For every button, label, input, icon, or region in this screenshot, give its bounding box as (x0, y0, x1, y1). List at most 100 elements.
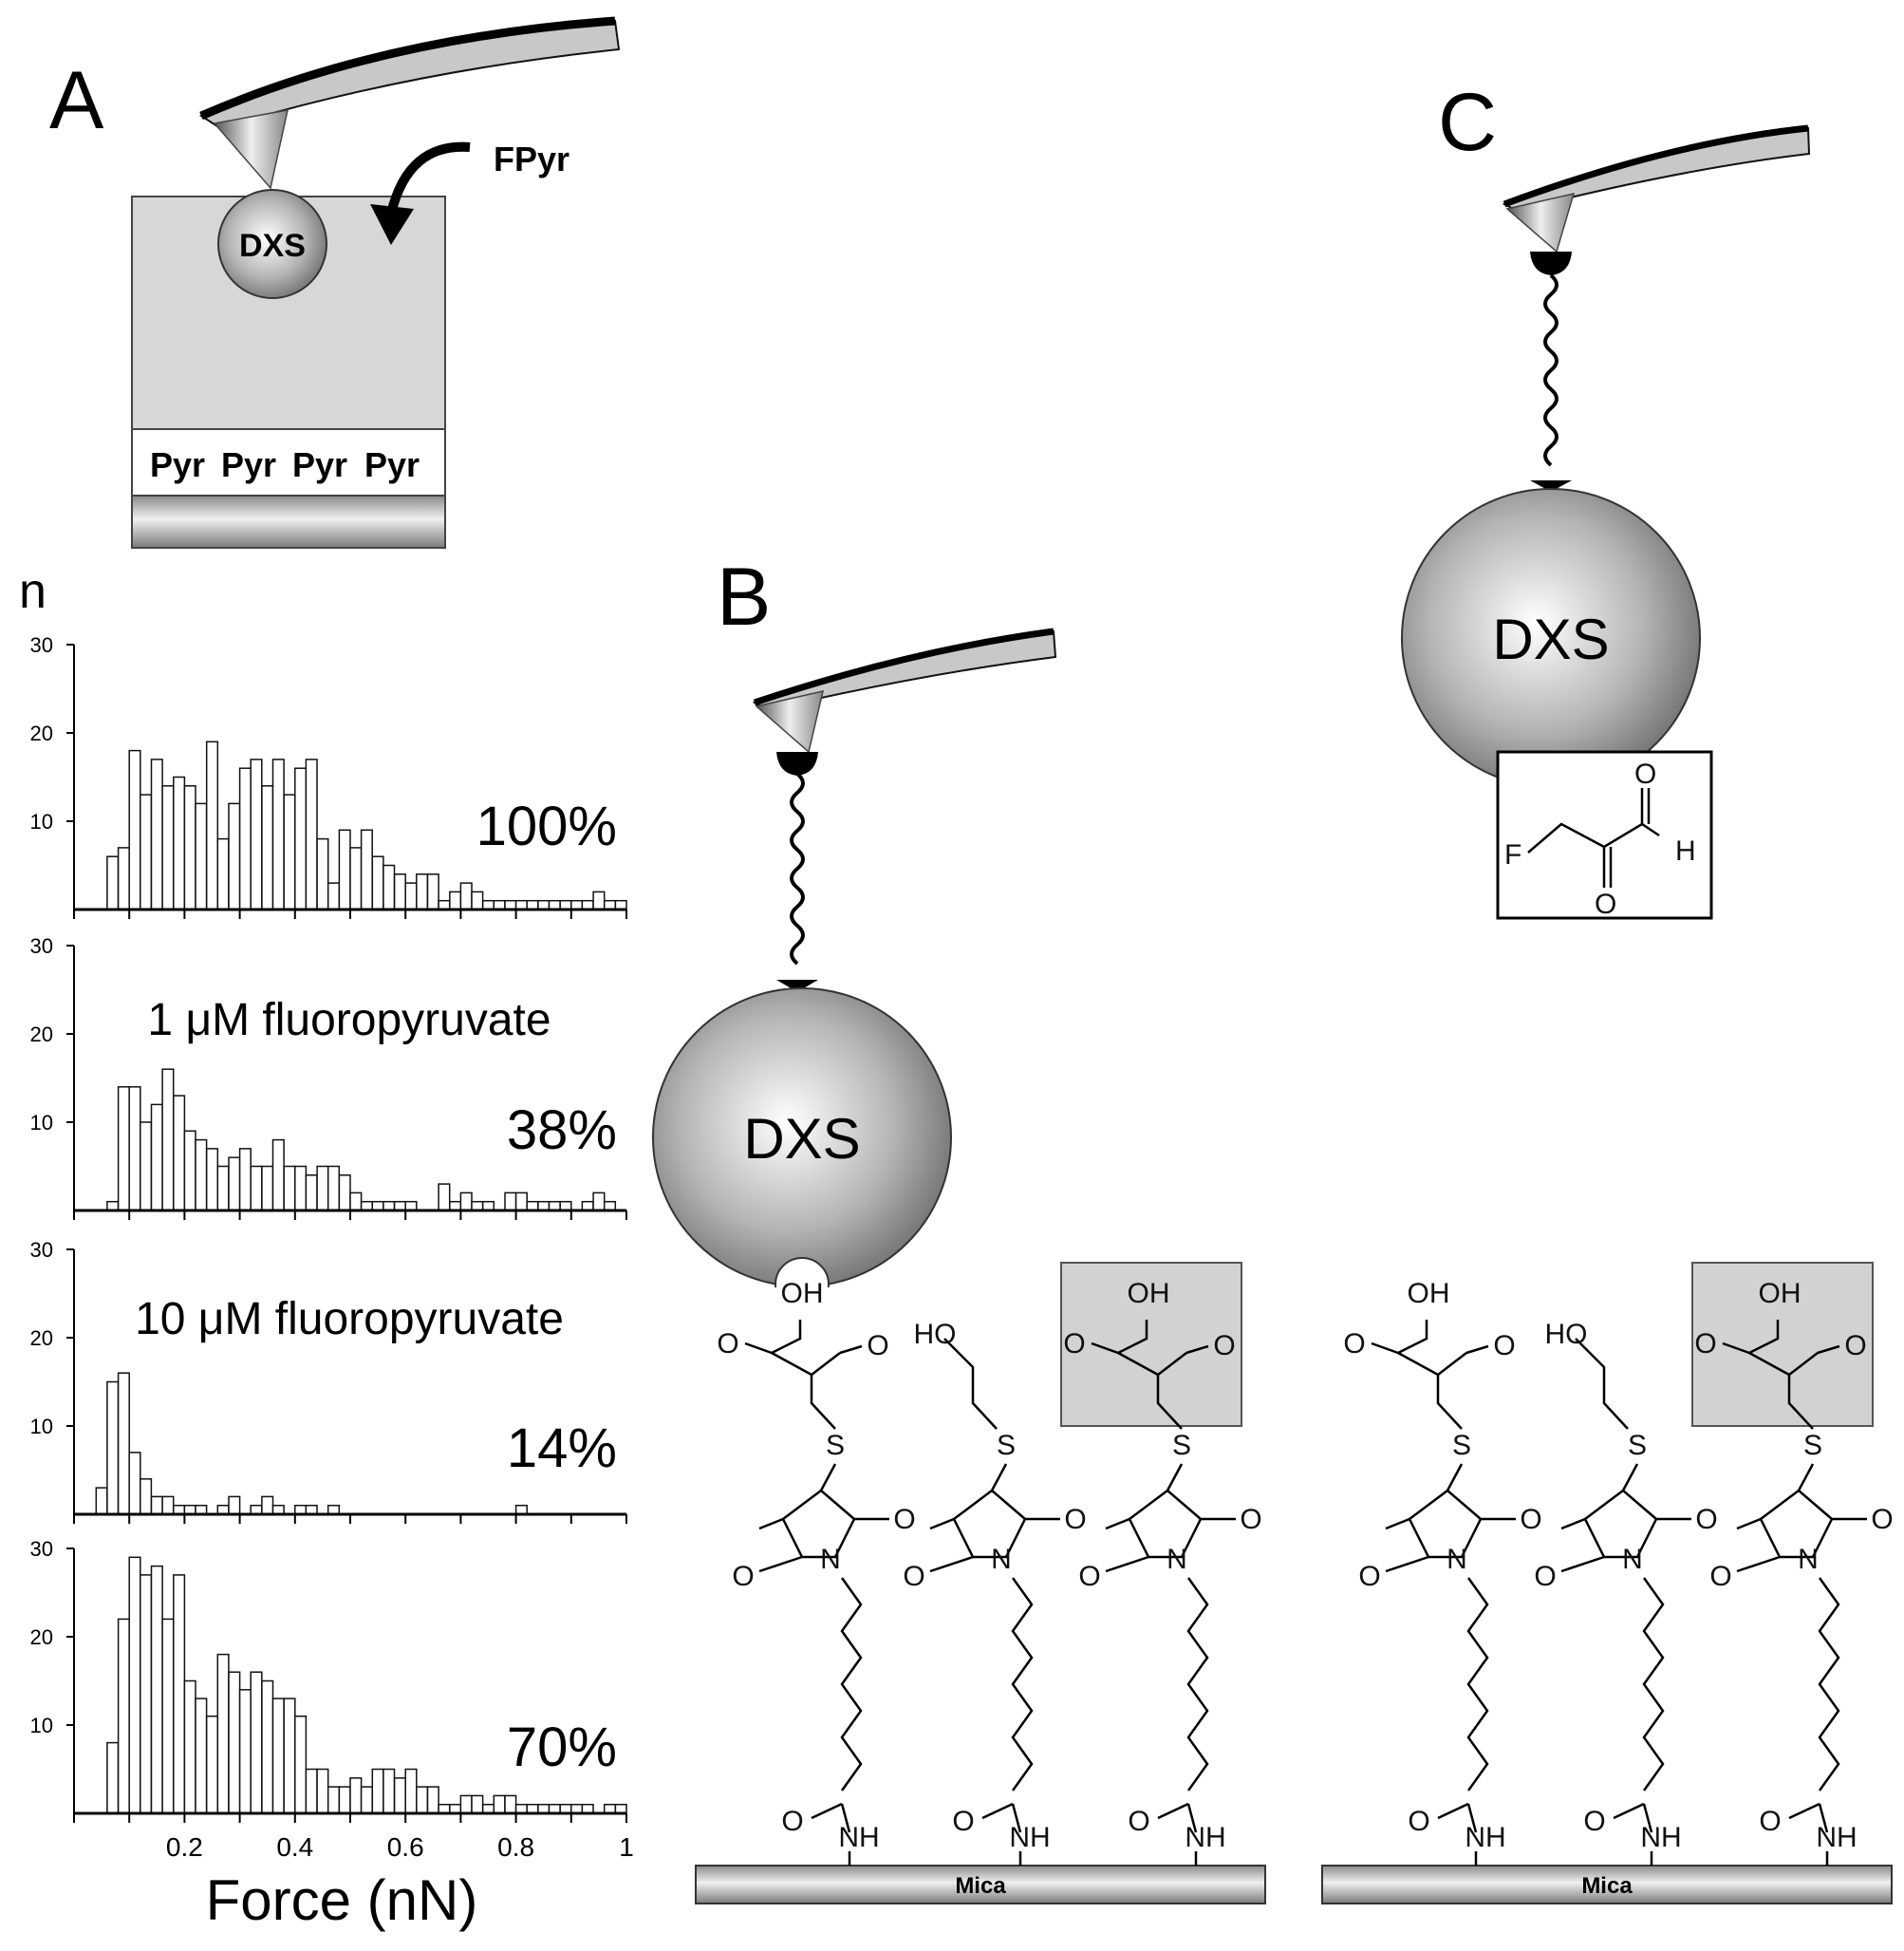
histogram-bar (416, 1786, 429, 1814)
atom-label: NH (838, 1822, 879, 1853)
atom-label: OH (781, 1278, 824, 1309)
atom-label: O (893, 1504, 915, 1535)
atom-label: O (1064, 1504, 1086, 1535)
bond-line (1105, 1555, 1149, 1573)
histogram-bar (271, 759, 285, 910)
bond-line (1385, 1517, 1410, 1530)
histogram-bar (95, 1487, 108, 1515)
histogram-bar (514, 1191, 528, 1211)
histogram-bar (416, 873, 429, 910)
atom-label: O (1343, 1328, 1365, 1360)
atom-label: HO (914, 1319, 957, 1350)
histogram-bar (371, 855, 384, 910)
x-tick-label: 0.4 (276, 1832, 313, 1862)
histogram-bar (150, 1495, 163, 1515)
histogram-bar (283, 1698, 296, 1814)
pyr-label: Pyr (150, 445, 205, 484)
percent-label: 38% (507, 1099, 617, 1161)
histogram-bar (140, 1121, 153, 1211)
histogram-bar (150, 759, 163, 910)
bond-line (1117, 1320, 1148, 1355)
histogram-bar (183, 1130, 196, 1211)
condition-label: 10 μM fluoropyruvate (135, 1294, 564, 1344)
histogram-bar (360, 829, 373, 910)
histogram-bar (316, 1768, 329, 1814)
bond-line (1371, 1341, 1399, 1355)
peg-linker-b (790, 772, 805, 966)
histogram-bar (140, 794, 153, 910)
percent-label: 100% (476, 796, 617, 857)
bond-line (839, 1344, 863, 1355)
cantilever-b (752, 628, 1057, 776)
histogram-bar (205, 1715, 219, 1814)
atom-label: S (826, 1430, 845, 1461)
y-tick-label: 10 (30, 810, 53, 834)
dxs-label-b: DXS (743, 1107, 860, 1171)
histogram-bar (228, 802, 241, 910)
atom-label: O (867, 1330, 888, 1361)
atom-label: O (1583, 1806, 1605, 1837)
bond-line (1560, 1517, 1586, 1530)
histogram-bar (459, 1191, 473, 1211)
atom-label: N (1622, 1544, 1643, 1575)
bond-line (758, 1517, 784, 1530)
oxygen-atom: O (1595, 889, 1616, 920)
histogram-bar (349, 1191, 363, 1211)
y-tick-label: 30 (30, 633, 53, 657)
atom-label: O (1709, 1561, 1731, 1592)
dxs-label-a: DXS (239, 228, 306, 264)
histogram-bar (216, 1165, 230, 1211)
histogram-bar (161, 1618, 175, 1814)
histogram-bar (271, 1138, 285, 1211)
atom-label: O (1871, 1504, 1893, 1535)
bond-line (1787, 1375, 1814, 1430)
panel-b-letter: B (717, 552, 771, 643)
histogram-bar (371, 1768, 384, 1814)
histogram-bar (117, 847, 130, 910)
histogram-bar (305, 759, 318, 910)
histogram-bar (404, 1768, 418, 1814)
fluorine-atom: F (1504, 839, 1521, 871)
histogram-bar (140, 1574, 153, 1814)
substrate-base (131, 495, 446, 549)
bond-line (952, 1463, 1027, 1559)
histogram-bar (216, 1653, 230, 1814)
histogram-bar (250, 1671, 263, 1814)
histogram-bar (493, 1794, 506, 1814)
y-axis-title-n: n (19, 564, 47, 619)
peg-linker-c (1543, 273, 1559, 467)
histogram-bar (327, 1786, 341, 1814)
alkyl-chain (840, 1577, 863, 1792)
atom-label: N (1798, 1544, 1819, 1575)
atom-label: S (1452, 1430, 1471, 1461)
atom-label: N (991, 1544, 1012, 1575)
atom-label: O (1534, 1561, 1556, 1592)
x-tick-label: 0.2 (166, 1832, 203, 1862)
bond-line (1105, 1517, 1130, 1530)
bond-line (1818, 1803, 1829, 1833)
histogram-bar (349, 847, 363, 910)
bond-line (1011, 1803, 1022, 1833)
histogram-bar (504, 1191, 517, 1211)
atom-label: O (1520, 1504, 1541, 1535)
histogram-bar (294, 767, 308, 910)
curved-arrow-icon (370, 141, 471, 245)
histogram-bar (383, 864, 396, 910)
histogram-bar (238, 1689, 252, 1814)
pyr-label: Pyr (221, 445, 276, 484)
histogram-bar (283, 1165, 296, 1211)
percent-label: 14% (507, 1417, 617, 1479)
histogram-bar (140, 1478, 153, 1515)
atom-label: O (732, 1561, 754, 1592)
bond-line (840, 1803, 851, 1833)
pyr-label: Pyr (292, 445, 347, 484)
histogram-bar (216, 837, 230, 910)
histogram-bar (316, 1165, 329, 1211)
bond-line (1575, 1338, 1629, 1430)
